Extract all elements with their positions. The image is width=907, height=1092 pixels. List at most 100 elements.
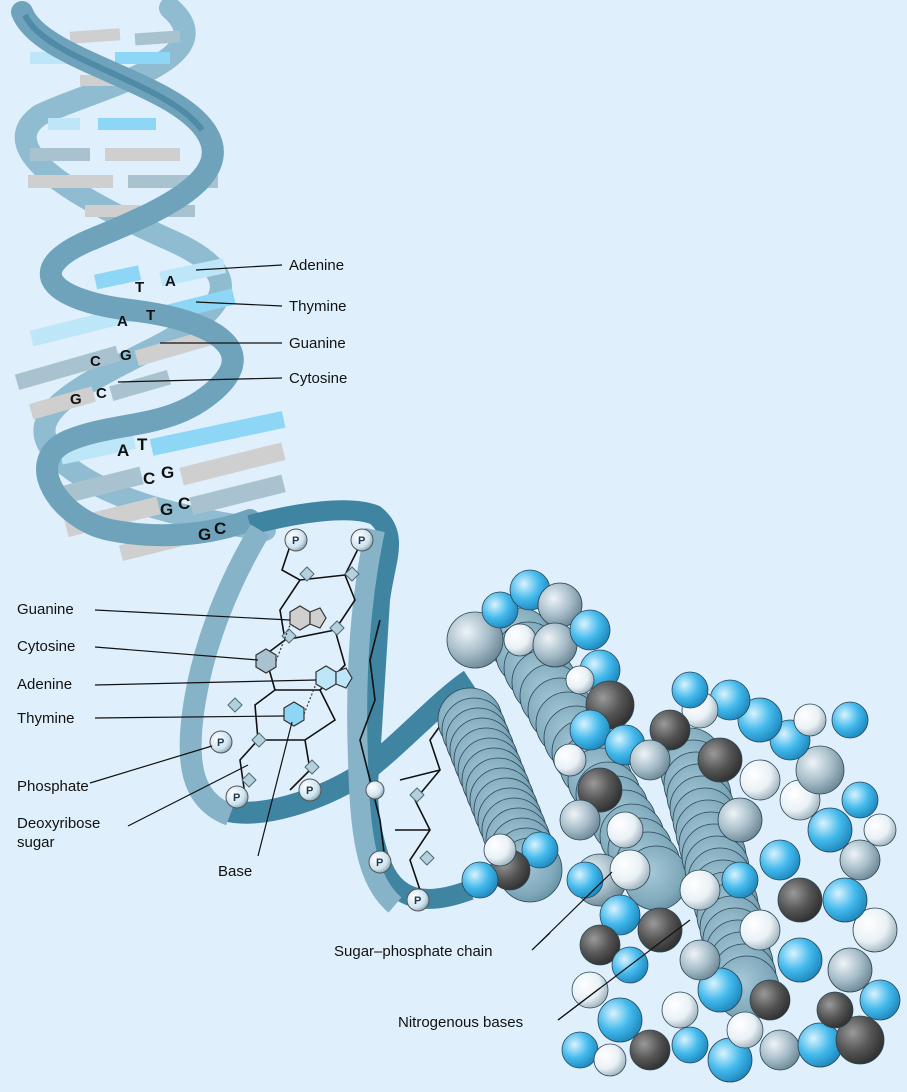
pair-6-left: C [143, 469, 155, 488]
atom-sphere [718, 798, 762, 842]
label-cytosine-middle: Cytosine [17, 638, 75, 655]
atom-sphere [864, 814, 896, 846]
atom-sphere [638, 908, 682, 952]
atom-sphere [630, 740, 670, 780]
phosphate-circle: P [210, 731, 232, 753]
pair-4-left: G [70, 391, 82, 408]
pair-7-right: C [178, 494, 190, 513]
atom-sphere [794, 704, 826, 736]
atom-sphere [484, 834, 516, 866]
cytosine-molecule [256, 649, 276, 673]
label-thymine-upper: Thymine [289, 298, 347, 315]
label-thymine-middle: Thymine [17, 710, 75, 727]
label-adenine-middle: Adenine [17, 676, 72, 693]
phosphate-circle: P [369, 851, 391, 873]
atom-sphere [572, 972, 608, 1008]
label-sugar-phosphate-chain: Sugar–phosphate chain [334, 943, 492, 960]
phosphate-circle [366, 781, 384, 799]
atom-sphere [566, 666, 594, 694]
pair-1-right: A [165, 273, 176, 290]
atom-sphere [462, 862, 498, 898]
pair-8-left: G [198, 525, 211, 544]
pair-3-left: C [90, 353, 101, 370]
atom-sphere [828, 948, 872, 992]
svg-text:P: P [233, 792, 240, 804]
atom-sphere [504, 624, 536, 656]
atom-sphere [698, 738, 742, 782]
atom-sphere [607, 812, 643, 848]
label-base: Base [218, 863, 252, 880]
label-guanine-upper: Guanine [289, 335, 346, 352]
pair-5-right: T [137, 435, 148, 454]
svg-text:P: P [358, 535, 365, 547]
atom-sphere [860, 980, 900, 1020]
guanine-molecule [290, 606, 310, 630]
atom-sphere [740, 760, 780, 800]
label-guanine-middle: Guanine [17, 601, 74, 618]
atom-sphere [760, 1030, 800, 1070]
atom-sphere [560, 800, 600, 840]
label-deoxyribose-line1: Deoxyribose [17, 815, 100, 832]
phosphate-circle: P [299, 779, 321, 801]
atom-sphere [823, 878, 867, 922]
pair-4-right: C [96, 385, 107, 402]
atom-sphere [570, 610, 610, 650]
atom-sphere [567, 862, 603, 898]
svg-text:P: P [306, 785, 313, 797]
label-nitrogenous-bases: Nitrogenous bases [398, 1014, 523, 1031]
pair-7-left: G [160, 500, 173, 519]
label-phosphate: Phosphate [17, 778, 89, 795]
phosphate-circle: P [226, 786, 248, 808]
svg-text:P: P [292, 535, 299, 547]
atom-sphere [562, 1032, 598, 1068]
atom-sphere [672, 672, 708, 708]
atom-sphere [817, 992, 853, 1028]
svg-text:P: P [217, 737, 224, 749]
atom-sphere [842, 782, 878, 818]
atom-sphere [832, 702, 868, 738]
pair-5-left: A [117, 441, 129, 460]
middle-schematic: P P P P P P P [191, 510, 470, 911]
atom-sphere [598, 998, 642, 1042]
atom-sphere [808, 808, 852, 852]
atom-sphere [778, 938, 822, 982]
pair-1-left: T [135, 279, 144, 296]
label-cytosine-upper: Cytosine [289, 370, 347, 387]
label-deoxyribose-line2: sugar [17, 834, 55, 851]
atom-sphere [722, 862, 758, 898]
pair-3-right: G [120, 347, 132, 364]
pair-6-right: G [161, 463, 174, 482]
middle-light-strand [191, 530, 260, 815]
pair-2-right: T [146, 307, 155, 324]
atom-sphere [630, 1030, 670, 1070]
svg-text:P: P [414, 895, 421, 907]
atom-sphere [610, 850, 650, 890]
svg-text:P: P [376, 857, 383, 869]
phosphate-groups: P P P P P P P [210, 529, 429, 911]
pair-8-right: C [214, 519, 226, 538]
adenine-molecule [316, 666, 336, 690]
atom-sphere [740, 910, 780, 950]
label-adenine-upper: Adenine [289, 257, 344, 274]
pair-2-left: A [117, 313, 128, 330]
phosphate-circle: P [407, 889, 429, 911]
atom-sphere [778, 878, 822, 922]
thymine-molecule [284, 702, 304, 726]
atom-sphere [760, 840, 800, 880]
atom-sphere [750, 980, 790, 1020]
atom-sphere [594, 1044, 626, 1076]
atom-sphere [727, 1012, 763, 1048]
atom-sphere [554, 744, 586, 776]
space-filling-model [438, 570, 900, 1082]
atom-sphere [570, 710, 610, 750]
atom-sphere [840, 840, 880, 880]
atom-sphere [680, 940, 720, 980]
atom-sphere [662, 992, 698, 1028]
phosphate-circle: P [285, 529, 307, 551]
atom-sphere [798, 1023, 842, 1067]
phosphate-circle: P [351, 529, 373, 551]
atom-sphere [672, 1027, 708, 1063]
atom-sphere [680, 870, 720, 910]
